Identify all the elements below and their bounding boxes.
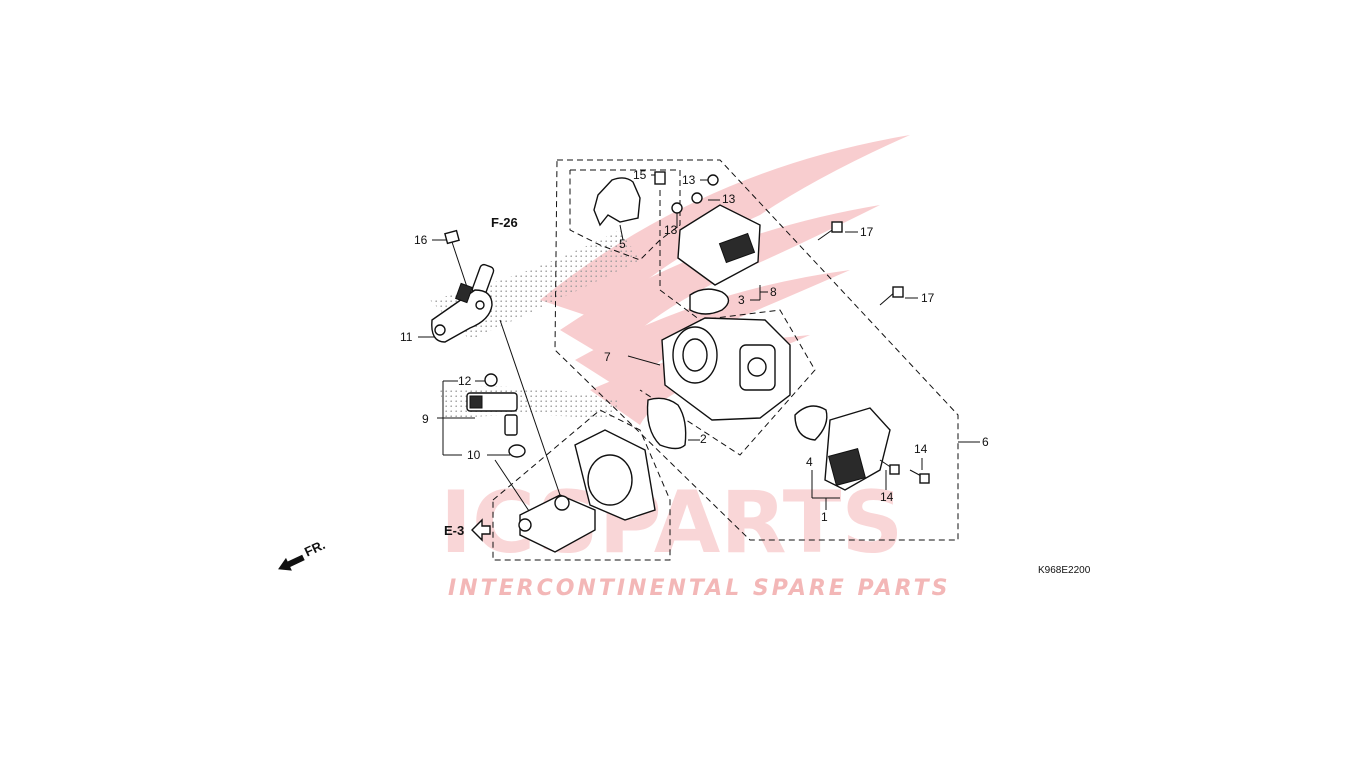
callout-12: 12 — [458, 374, 472, 388]
callout-14a: 14 — [914, 442, 928, 456]
assembly-outlines — [492, 159, 959, 561]
callout-labels: 1 2 3 4 5 6 7 8 9 10 11 12 13 13 13 14 1… — [400, 168, 989, 524]
callout-3: 3 — [738, 293, 745, 307]
front-direction-arrow — [278, 554, 305, 571]
e3-reference-arrow — [471, 518, 491, 542]
callout-17a: 17 — [860, 225, 874, 239]
callout-15: 15 — [633, 168, 647, 182]
part-screws — [817, 221, 930, 484]
callout-13b: 13 — [722, 192, 736, 206]
callout-14b: 14 — [880, 490, 894, 504]
callout-6: 6 — [982, 435, 989, 449]
part-bracket-5 — [593, 171, 666, 227]
callout-7: 7 — [604, 350, 611, 364]
callout-1: 1 — [821, 510, 828, 524]
part-injector-joint-11 — [431, 282, 493, 343]
callout-11: 11 — [400, 330, 413, 344]
leader-lines — [418, 174, 980, 521]
callout-16: 16 — [414, 233, 428, 247]
part-gasket-2 — [646, 397, 687, 450]
callout-17b: 17 — [921, 291, 935, 305]
callout-9: 9 — [422, 412, 429, 426]
reference-e3: E-3 — [444, 523, 464, 538]
callout-2: 2 — [700, 432, 707, 446]
watermark-tagline: INTERCONTINENTAL SPARE PARTS — [448, 576, 950, 601]
part-insulator — [518, 429, 656, 553]
part-bolt-16 — [444, 229, 495, 297]
callout-13a: 13 — [682, 173, 696, 187]
callout-4: 4 — [806, 455, 813, 469]
watermark-text: ICSPARTS — [440, 473, 903, 573]
reference-fr: FR. — [302, 537, 327, 559]
diagram-code: K968E2200 — [1038, 565, 1091, 576]
callout-10: 10 — [467, 448, 481, 462]
part-map-sensor-8 — [671, 174, 761, 315]
part-throttle-body-7 — [661, 317, 791, 421]
watermark-logo-text: ICSPARTS — [440, 473, 903, 573]
callout-5: 5 — [619, 237, 626, 251]
part-injector-9 — [466, 373, 526, 458]
callout-13c: 13 — [664, 223, 678, 237]
reference-f26: F-26 — [491, 215, 518, 230]
callout-8: 8 — [770, 285, 777, 299]
part-tp-sensor-1 — [794, 405, 891, 491]
